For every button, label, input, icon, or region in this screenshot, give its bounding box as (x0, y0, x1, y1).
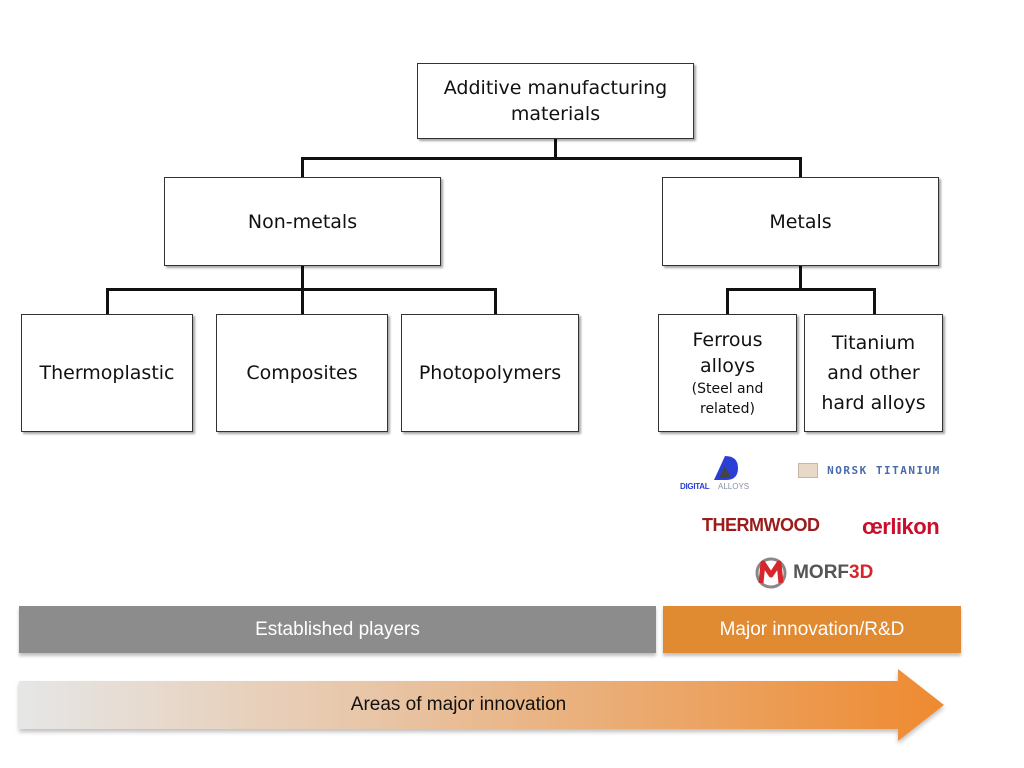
major-innovation-label: Major innovation/R&D (719, 618, 905, 640)
ferrous-label-line2: alloys (700, 355, 755, 377)
nonmetals-node: Non-metals (164, 177, 441, 266)
thermwood-text: THERMWOOD (702, 515, 820, 535)
ferrous-drop (726, 288, 729, 315)
digital-alloys-bold: DIGITAL (680, 482, 710, 491)
norsk-titanium-text: NORSK TITANIUM (827, 464, 941, 477)
root-label-line1: Additive manufacturing (443, 77, 668, 99)
morf3d-mark-icon (755, 557, 787, 589)
ferrous-note-line1: (Steel and (691, 381, 764, 397)
established-players-label: Established players (255, 618, 420, 640)
photopolymers-label: Photopolymers (418, 362, 562, 384)
thermoplastic-node: Thermoplastic (21, 314, 193, 432)
root-node: Additive manufacturing materials (417, 63, 694, 139)
digital-alloys-logo: DIGITAL ALLOYS (680, 454, 770, 494)
nonmetals-label: Non-metals (247, 210, 358, 233)
titanium-label-line1: Titanium (831, 332, 916, 354)
innovation-arrow (19, 669, 944, 741)
nonmetals-connector-drop (301, 157, 304, 178)
titanium-label-line3: hard alloys (821, 392, 926, 414)
ferrous-label-line1: Ferrous (692, 329, 763, 351)
oerlikon-text: œrlikon (862, 514, 940, 539)
metals-node: Metals (662, 177, 939, 266)
thermwood-logo: THERMWOOD (702, 515, 820, 536)
thermoplastic-label: Thermoplastic (39, 362, 175, 384)
major-innovation-bar: Major innovation/R&D (663, 606, 961, 653)
morf3d-text-main: MORF (793, 562, 850, 583)
innovation-arrow-label: Areas of major innovation (350, 694, 567, 715)
ferrous-alloys-node: Ferrous alloys (Steel and related) (658, 314, 797, 432)
digital-alloys-light: ALLOYS (718, 482, 750, 491)
norsk-titanium-logo: NORSK TITANIUM (798, 460, 941, 479)
composites-label: Composites (246, 362, 358, 384)
photopolymers-drop (494, 288, 497, 315)
titanium-label-line2: and other (827, 362, 920, 384)
morf3d-text-accent: 3D (849, 562, 874, 583)
nonmetals-children-horizontal (106, 288, 497, 291)
oerlikon-logo: œrlikon (862, 514, 940, 540)
metals-children-vertical (799, 265, 802, 290)
metals-connector-drop (799, 157, 802, 178)
norsk-titanium-mark-icon (798, 463, 818, 478)
metals-children-horizontal (726, 288, 876, 291)
thermoplastic-drop (106, 288, 109, 315)
ferrous-note-line2: related) (700, 401, 755, 417)
morf3d-logo: MORF3D (754, 557, 873, 589)
root-label-line2: materials (510, 103, 601, 125)
metals-label: Metals (769, 210, 832, 233)
photopolymers-node: Photopolymers (401, 314, 579, 432)
root-connector-vertical (554, 138, 557, 159)
established-players-bar: Established players (19, 606, 656, 653)
titanium-drop (873, 288, 876, 315)
level1-connector-horizontal (301, 157, 802, 160)
digital-alloys-mark-icon (714, 456, 738, 480)
titanium-alloys-node: Titanium and other hard alloys (804, 314, 943, 432)
innovation-arrow-shape (19, 669, 944, 741)
composites-node: Composites (216, 314, 388, 432)
